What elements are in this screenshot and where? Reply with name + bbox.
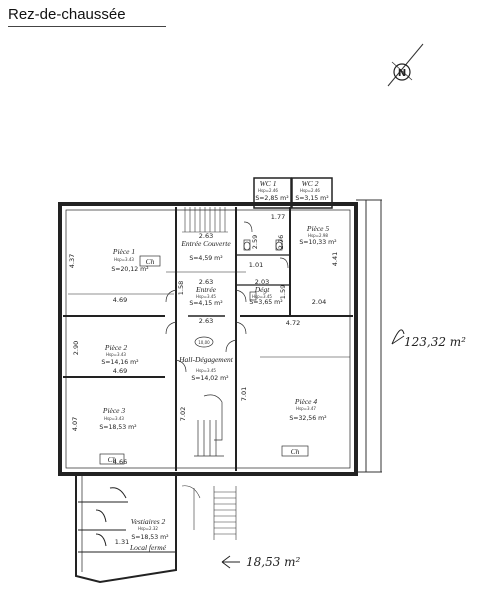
dimension-label: 1.31: [115, 538, 129, 546]
spiral-stair: [194, 394, 224, 457]
dimension-label: 4.41: [331, 252, 339, 266]
total-main-text: 123,32 m²: [404, 335, 466, 349]
room-wc2-area: S=3,15 m²: [295, 195, 329, 202]
dimension-label: 2.63: [199, 317, 213, 325]
room-dgt-area: S=3,65 m²: [249, 299, 283, 306]
dimension-label: 2.03: [255, 278, 269, 286]
room-hall-name: Hall-Dégagement: [178, 355, 234, 364]
building-walls: [58, 177, 358, 476]
wc-fixtures: [243, 239, 283, 301]
room-entree2-area: S=4,15 m²: [189, 300, 223, 307]
room-entree-area: S=4,59 m²: [189, 255, 223, 262]
room-vest-area: S=18,53 m²: [131, 534, 169, 541]
right-terrace: [354, 199, 382, 473]
dimension-label: 1.77: [271, 213, 285, 221]
dimension-label: 2.04: [312, 298, 326, 306]
room-wc1-area: S=2,85 m²: [255, 195, 289, 202]
chimney-label: Ch: [146, 257, 155, 266]
total-annex-annotation: 18,53 m²: [221, 555, 301, 569]
annex-walls: [75, 476, 177, 584]
ceiling-marker-label: 10,00: [198, 340, 210, 345]
room-dgt-name: Dégt: [254, 285, 270, 294]
dimension-label: 7.01: [240, 387, 248, 401]
room-piece4-height: Hsp=3.47: [296, 406, 316, 411]
room-dgt-height: Hsp=3.45: [252, 294, 272, 299]
dimension-label: 2.63: [199, 232, 213, 240]
dimension-label: 4.07: [71, 417, 79, 431]
room-piece2-height: Hsp=3.43: [106, 352, 126, 357]
room-piece1-height: Hsp=3.43: [114, 257, 134, 262]
room-hall-height: Hsp=3.45: [196, 368, 216, 373]
dimension-label: 1.01: [249, 261, 263, 269]
dimension-label: 4.72: [286, 319, 300, 327]
room-piece5-height: Hsp=2.98: [308, 233, 328, 238]
compass-letter: N: [398, 68, 406, 79]
chimneys: [99, 255, 309, 465]
dimension-label: 2.59: [251, 235, 259, 249]
room-entree-name: Entrée Couverte: [180, 239, 231, 248]
room-piece1-area: S=20,12 m²: [111, 266, 149, 273]
dimension-label: 1.59: [279, 285, 287, 299]
room-wc1-name: WC 1: [260, 179, 277, 188]
room-entree2-name: Entrée: [195, 285, 217, 294]
dimension-label: 4.66: [113, 458, 127, 466]
room-vest-name: Vestiaires 2: [131, 517, 166, 526]
dimension-label: 4.69: [113, 296, 127, 304]
dimension-label: 7.02: [179, 407, 187, 421]
page-title: Rez-de-chaussée: [8, 6, 126, 23]
total-main-annotation: 123,32 m²: [391, 329, 466, 349]
chimney-label: Ch: [291, 447, 300, 456]
interior-walls: [63, 207, 353, 471]
total-annex-text: 18,53 m²: [246, 555, 301, 569]
room-piece2-name: Pièce 2: [104, 343, 128, 352]
room-wc2-height: Hsp=2.46: [300, 188, 320, 193]
room-vest-height: Hsp=2.32: [138, 526, 158, 531]
compass-icon: N: [387, 43, 424, 87]
room-hall-area: S=14,02 m²: [191, 375, 229, 382]
room-piece3-area: S=18,53 m²: [99, 424, 137, 431]
ceiling-marker: [194, 336, 214, 348]
dimension-label: 4.37: [68, 254, 76, 268]
room-piece4-name: Pièce 4: [294, 397, 318, 406]
dimension-label: 4.69: [113, 367, 127, 375]
entrance-steps: [182, 207, 228, 233]
room-piece5-name: Pièce 5: [306, 224, 330, 233]
room-piece3-height: Hsp=3.43: [104, 416, 124, 421]
dimension-label: 2.63: [199, 278, 213, 286]
door-swings: [165, 221, 289, 373]
room-piece5-area: S=10,33 m²: [299, 239, 337, 246]
room-wc1-height: Hsp=2.46: [258, 188, 278, 193]
room-piece4-area: S=32,56 m²: [289, 415, 327, 422]
room-local-name: Local fermé: [129, 543, 167, 552]
dimension-label: 1.58: [177, 281, 185, 295]
room-entree2-height: Hsp=3.45: [196, 294, 216, 299]
annex-steps: [181, 485, 237, 540]
room-piece2-area: S=14,16 m²: [101, 359, 139, 366]
dimension-label: 2.76: [277, 235, 285, 249]
room-wc2-name: WC 2: [302, 179, 319, 188]
room-piece1-name: Pièce 1: [112, 247, 135, 256]
dimension-label: 2.90: [72, 341, 80, 355]
chimney-label: Ch: [108, 455, 117, 464]
title-underline: [8, 26, 166, 27]
room-piece3-name: Pièce 3: [102, 406, 126, 415]
